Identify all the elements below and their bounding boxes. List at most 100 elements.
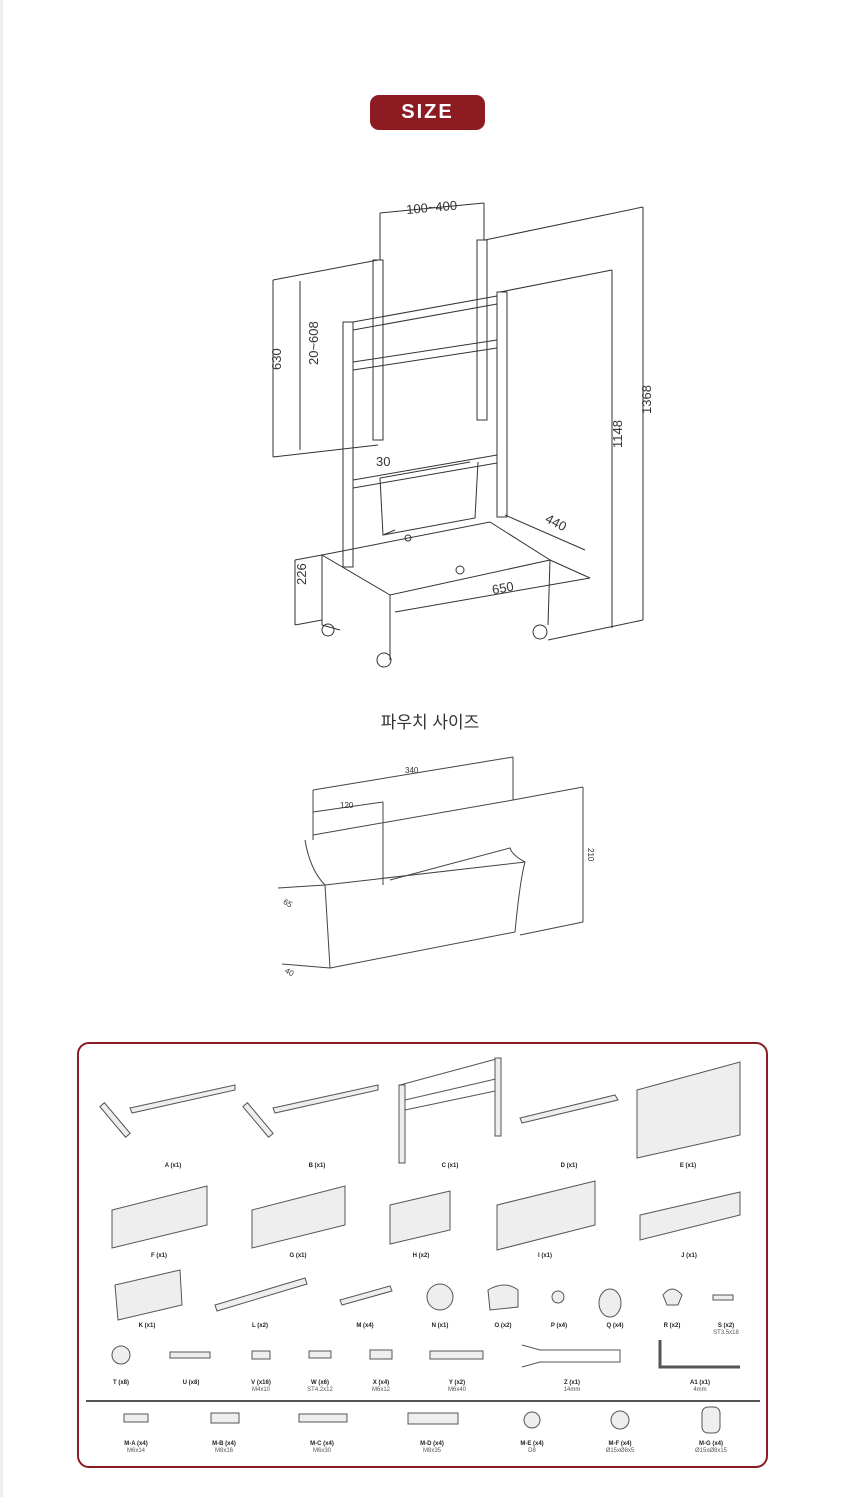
pouch-dim-210: 210 [586, 848, 595, 862]
part-name: M-G (x4) [699, 1441, 723, 1447]
dim-440: 440 [543, 511, 569, 534]
part-label: M-B (x4)M8x16 [212, 1441, 236, 1455]
part-label: I (x1) [537, 1253, 553, 1259]
part-o-icon [487, 1284, 519, 1311]
part-name: M-C (x4) [310, 1441, 334, 1447]
part-f-icon [111, 1185, 208, 1249]
part-spec: Ø15xØ8x15 [694, 1448, 728, 1454]
part-a-icon [129, 1084, 236, 1114]
part-spec: ST4.2x12 [307, 1387, 333, 1393]
pouch-dim-65: 65 [282, 897, 295, 910]
part-spec: M6x12 [371, 1387, 391, 1393]
part-g-icon [251, 1185, 346, 1249]
pouch-diagram: 340 120 210 65 40 [277, 756, 595, 979]
part-label: M-D (x4)M8x35 [420, 1441, 444, 1455]
parts-divider [86, 1400, 760, 1402]
part-spec: M8x35 [422, 1448, 442, 1454]
size-badge: SIZE [370, 95, 485, 130]
dim-vesa-height: 20~608 [306, 321, 321, 365]
part-u-icon [169, 1351, 211, 1359]
part-label: M-A (x4)M6x14 [124, 1441, 147, 1455]
part-spec: M4x10 [251, 1387, 270, 1393]
part-label: O (x2) [494, 1323, 512, 1329]
dim-30: 30 [376, 454, 390, 469]
part-spec: M8x16 [214, 1448, 234, 1454]
part-label: M-G (x4)Ø15xØ8x15 [695, 1441, 727, 1455]
part-y-icon [429, 1350, 484, 1360]
parts-illustrations [99, 1057, 741, 1434]
part-label: D (x1) [560, 1163, 578, 1169]
part-name: S (x2) [717, 1323, 735, 1329]
part-spec: Ø15xØ8x5 [605, 1448, 635, 1454]
part-md-icon [407, 1412, 459, 1425]
part-label: V (x16)M4x10 [251, 1380, 271, 1394]
part-label: U (x8) [182, 1380, 200, 1386]
part-v-icon [251, 1350, 271, 1360]
dim-226: 226 [294, 563, 309, 585]
part-k-icon [114, 1269, 183, 1321]
part-label: J (x1) [681, 1253, 697, 1259]
part-c-icon [399, 1057, 501, 1111]
part-label: M-F (x4)Ø15xØ8x5 [606, 1441, 635, 1455]
pouch-dim-40: 40 [283, 966, 296, 979]
part-me-icon [523, 1411, 541, 1429]
part-label: S (x2)ST3.5x18 [713, 1323, 739, 1337]
part-b-icon [272, 1084, 379, 1114]
part-label: A (x1) [164, 1163, 182, 1169]
part-name: M-D (x4) [420, 1441, 444, 1447]
dim-vesa-width: 100~400 [406, 198, 458, 217]
part-i-icon [496, 1180, 596, 1251]
part-mg-icon [701, 1406, 721, 1434]
part-spec: M6x40 [447, 1387, 467, 1393]
part-name: Z (x1) [563, 1380, 581, 1386]
part-a1-icon [658, 1340, 740, 1369]
part-name: X (x4) [372, 1380, 390, 1386]
part-spec: M6x30 [312, 1448, 332, 1454]
part-j-icon [639, 1191, 741, 1241]
part-x-icon [369, 1349, 393, 1360]
part-n-icon [426, 1283, 454, 1311]
part-t-icon [111, 1345, 131, 1365]
part-label: R (x2) [663, 1323, 681, 1329]
part-name: A1 (x1) [689, 1380, 711, 1386]
part-r-icon [662, 1288, 683, 1306]
part-label: P (x4) [550, 1323, 568, 1329]
part-mc-icon [298, 1413, 348, 1423]
part-e-icon [636, 1061, 741, 1159]
part-spec: 4mm [693, 1387, 707, 1393]
part-m-icon [339, 1285, 393, 1306]
dim-630: 630 [269, 348, 284, 370]
part-label: M-C (x4)M6x30 [310, 1441, 334, 1455]
part-label: M (x4) [356, 1323, 374, 1329]
part-label: C (x1) [441, 1163, 459, 1169]
part-label: X (x4)M6x12 [372, 1380, 390, 1394]
part-w-icon [308, 1350, 332, 1359]
part-s-icon [712, 1294, 734, 1301]
part-label: E (x1) [679, 1163, 697, 1169]
part-p-icon [551, 1290, 565, 1304]
part-label: H (x2) [412, 1253, 430, 1259]
part-label: A1 (x1)4mm [690, 1380, 710, 1394]
part-mb-icon [210, 1412, 240, 1424]
part-ma-icon [123, 1413, 149, 1423]
part-name: M-A (x4) [124, 1441, 148, 1447]
part-name: M-E (x4) [520, 1441, 544, 1447]
part-spec: 14mm [563, 1387, 581, 1393]
parts-list-box [77, 1042, 768, 1468]
part-q-icon [598, 1288, 622, 1318]
part-spec: ST3.5x18 [713, 1330, 739, 1336]
part-spec: D8 [528, 1448, 536, 1454]
part-name: W (x6) [311, 1380, 329, 1386]
part-mf-icon [610, 1410, 630, 1430]
dim-650: 650 [491, 579, 515, 598]
part-label: T (x8) [112, 1380, 130, 1386]
part-name: V (x16) [251, 1380, 271, 1386]
part-label: G (x1) [289, 1253, 307, 1259]
part-h-icon [389, 1190, 451, 1245]
pouch-dim-340: 340 [405, 766, 419, 775]
part-l-icon [214, 1277, 308, 1312]
pouch-size-title: 파우치 사이즈 [380, 713, 480, 732]
dim-1148: 1148 [610, 420, 625, 448]
part-z-icon [521, 1344, 621, 1368]
part-label: L (x2) [252, 1323, 268, 1329]
